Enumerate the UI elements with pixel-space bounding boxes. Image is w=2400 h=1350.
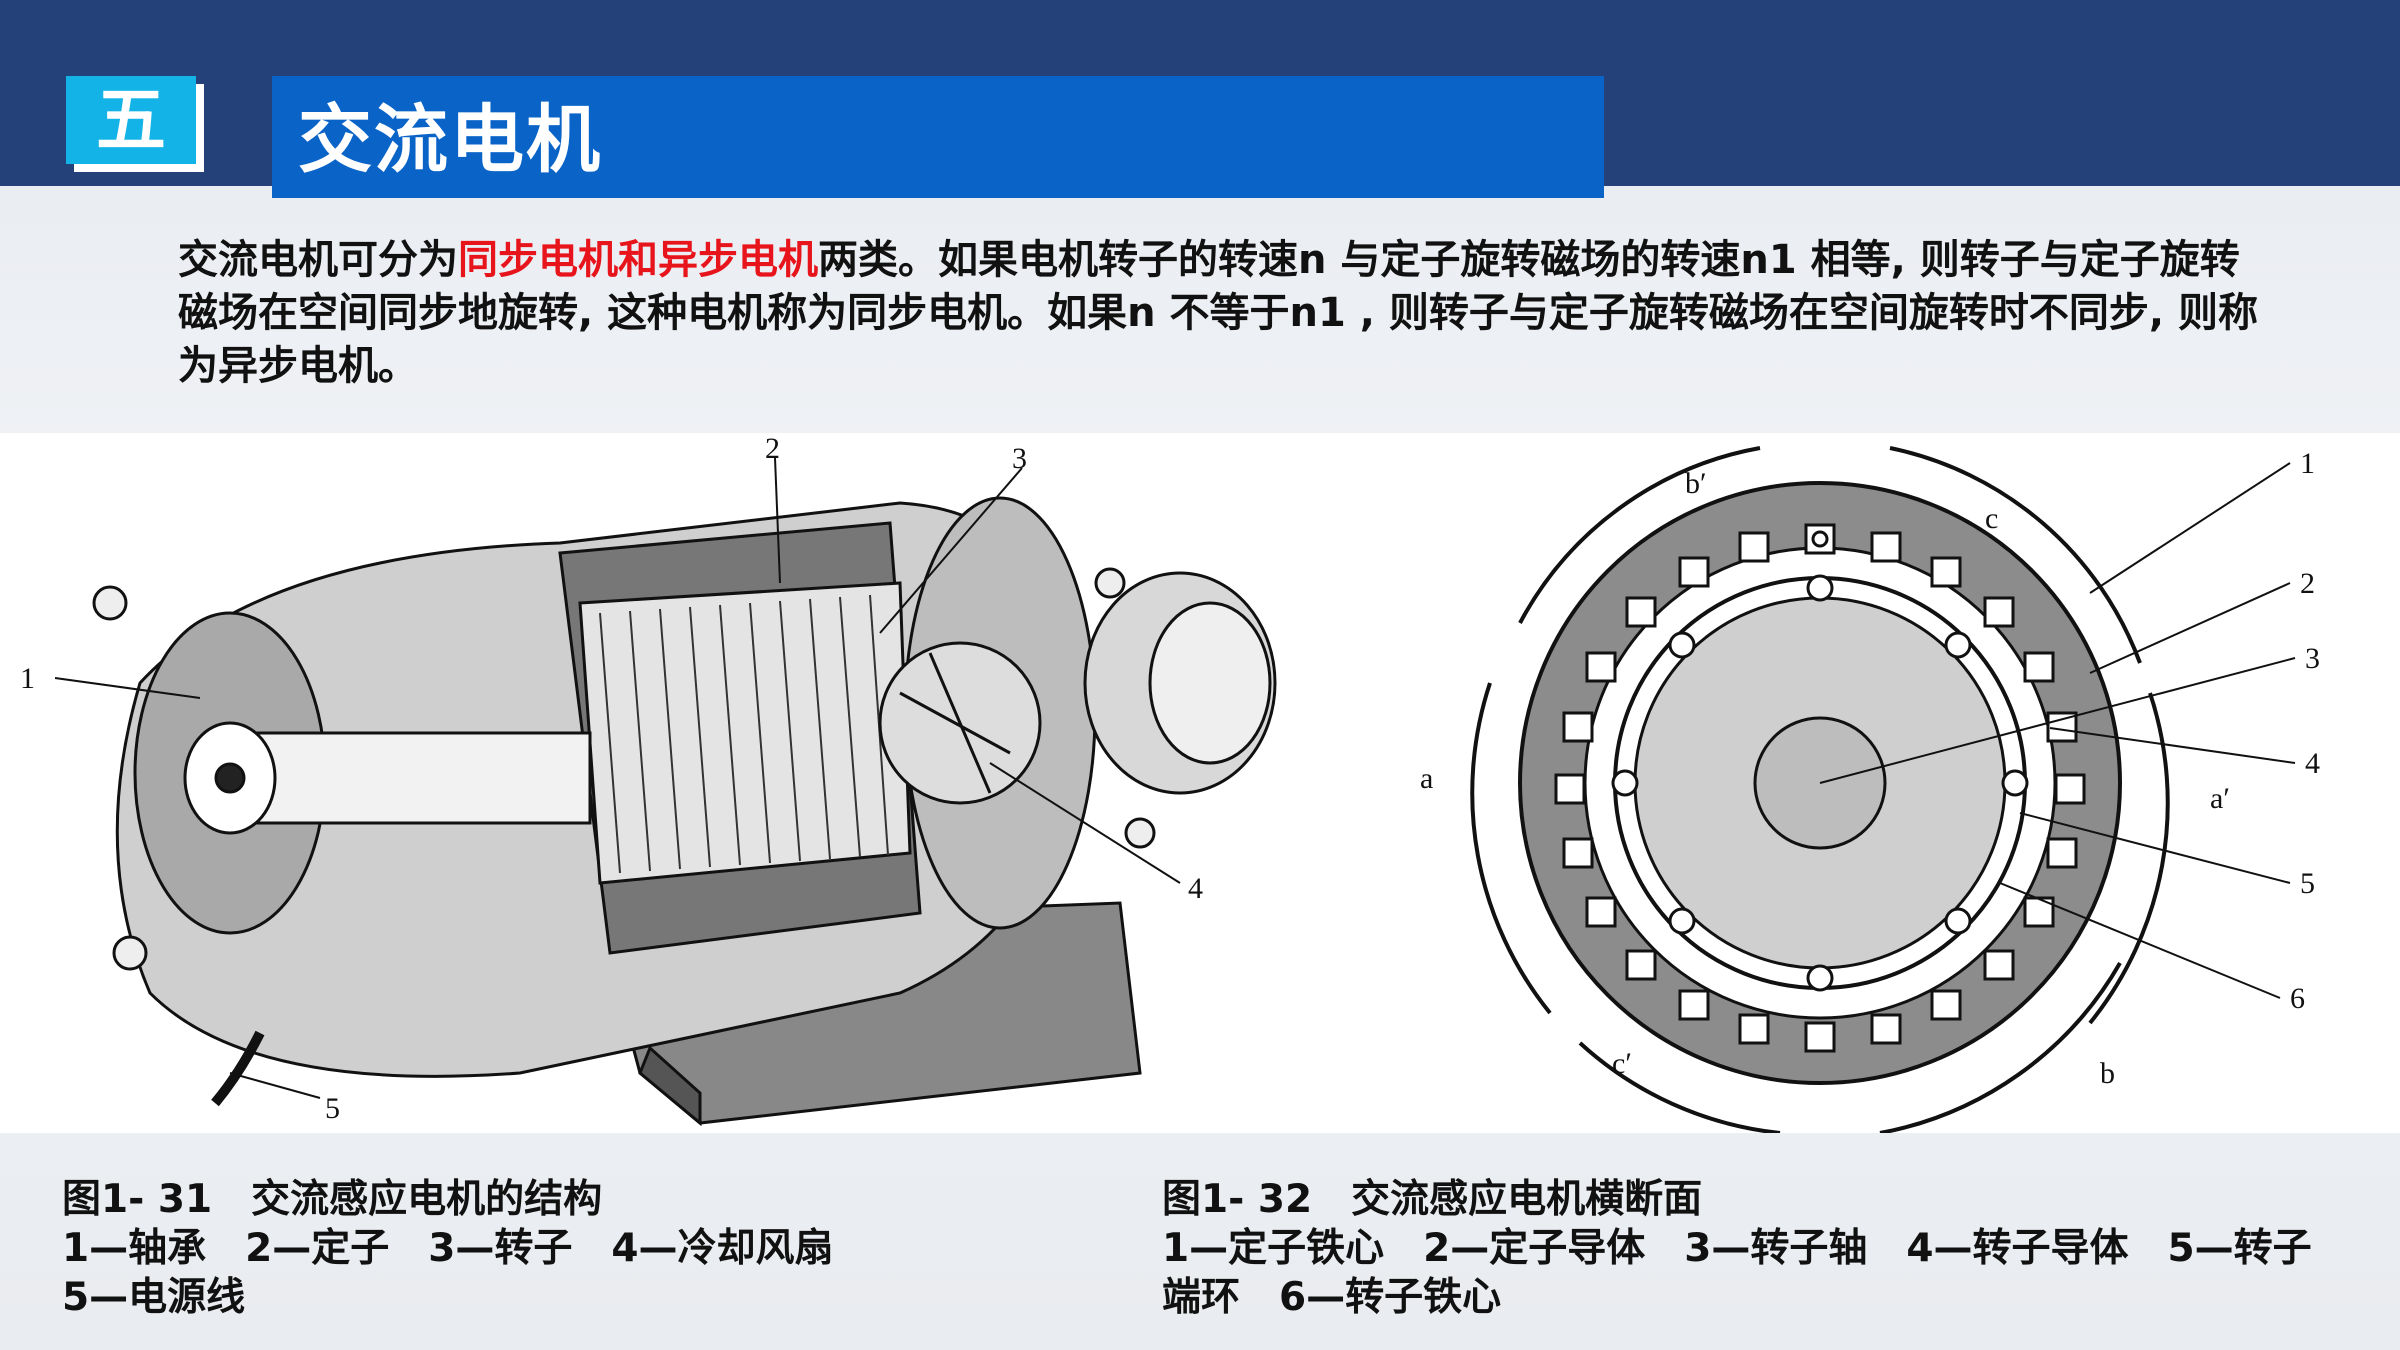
fig2-label-3: 3 [2305, 642, 2320, 675]
figure-left-caption: 图1- 31 交流感应电机的结构 1—轴承 2—定子 3—转子 4—冷却风扇 5… [62, 1175, 1082, 1322]
phase-label-b: b [2100, 1057, 2115, 1090]
motor-cutaway-diagram: 1 2 3 4 5 [20, 433, 1277, 1127]
figure-right-title: 图1- 32 交流感应电机横断面 [1162, 1177, 1703, 1222]
rotor [578, 581, 912, 885]
section-number-badge: 五 [66, 76, 196, 164]
phase-label-c: c [1985, 502, 1998, 535]
intro-highlight: 同步电机和异步电机 [458, 237, 818, 283]
figure-left-legend-line2: 5—电源线 [62, 1275, 246, 1320]
motor-cross-section-diagram: 1 2 3 4 5 6 b′ c a a′ c′ b [1420, 446, 2320, 1133]
figure-panel: 1 2 3 4 5 [0, 433, 2400, 1133]
fig1-label-1: 1 [20, 662, 35, 695]
fig1-label-4: 4 [1188, 872, 1203, 905]
fig2-label-1: 1 [2300, 447, 2315, 480]
section-number: 五 [96, 79, 166, 161]
fig2-label-2: 2 [2300, 567, 2315, 600]
power-cable [211, 1030, 265, 1107]
figure-right-legend: 1—定子铁心 2—定子导体 3—转子轴 4—转子导体 5—转子端环 6—转子铁心 [1162, 1226, 2312, 1320]
intro-text-rest: 两类。如果电机转子的转速n 与定子旋转磁场的转速n1 相等, 则转子与定子旋转磁… [178, 237, 2258, 389]
fig2-label-6: 6 [2290, 982, 2305, 1015]
figure-right-caption: 图1- 32 交流感应电机横断面 1—定子铁心 2—定子导体 3—转子轴 4—转… [1162, 1175, 2312, 1322]
fig1-label-5: 5 [325, 1092, 340, 1125]
fig2-label-4: 4 [2305, 747, 2320, 780]
intro-paragraph: 交流电机可分为同步电机和异步电机两类。如果电机转子的转速n 与定子旋转磁场的转速… [178, 234, 2268, 393]
title-bar: 交流电机 [272, 76, 1604, 198]
fig1-label-3: 3 [1012, 442, 1027, 475]
phase-label-a: a [1420, 762, 1433, 795]
figure-left-title: 图1- 31 交流感应电机的结构 [62, 1177, 603, 1222]
phase-label-b-prime: b′ [1685, 467, 1707, 500]
phase-label-c-prime: c′ [1612, 1047, 1632, 1080]
intro-text-start: 交流电机可分为 [178, 237, 458, 283]
page-title: 交流电机 [298, 97, 602, 183]
phase-label-a-prime: a′ [2210, 782, 2230, 815]
figure-left-legend-line1: 1—轴承 2—定子 3—转子 4—冷却风扇 [62, 1226, 834, 1271]
fig1-label-2: 2 [765, 433, 780, 465]
fig2-label-5: 5 [2300, 867, 2315, 900]
